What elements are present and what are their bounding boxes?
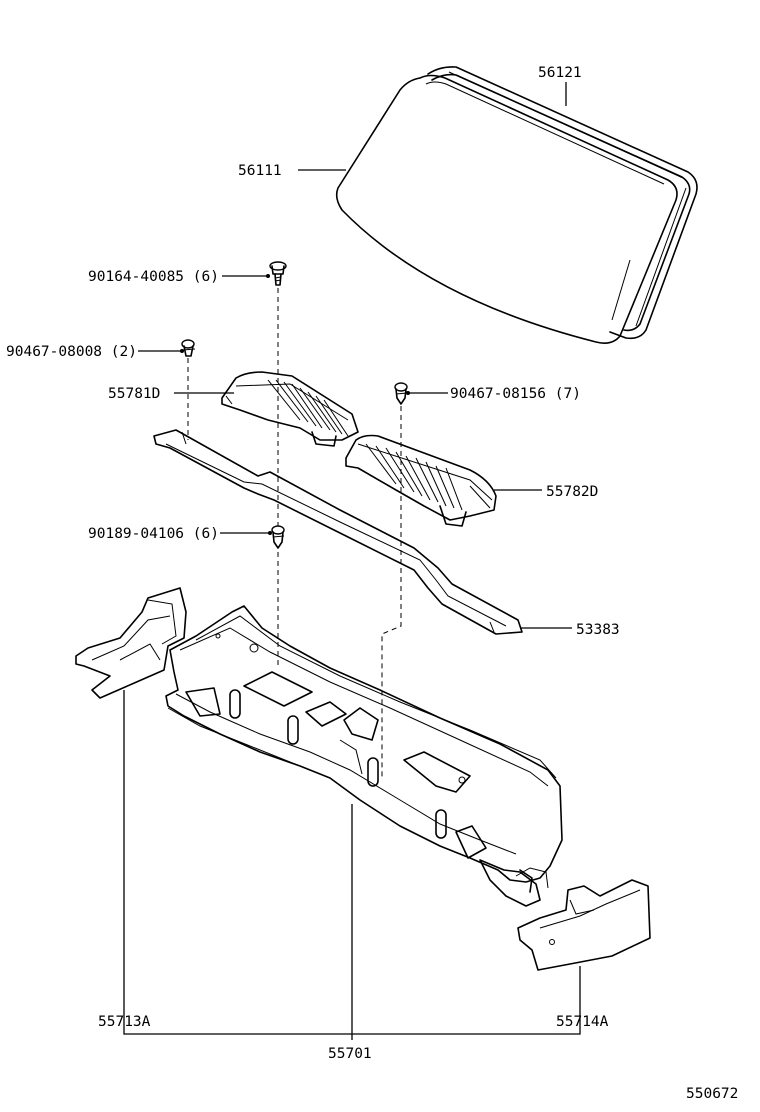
label-90467-08156: 90467-08156 (7) (450, 386, 581, 402)
screw-icon (269, 261, 287, 286)
label-53383: 53383 (576, 622, 620, 638)
windshield-weatherstrip (427, 66, 698, 340)
label-90164-40085: 90164-40085 (6) (88, 269, 219, 285)
alignment-lines (187, 288, 402, 780)
label-56121: 56121 (538, 65, 582, 81)
label-55714A: 55714A (556, 1014, 609, 1030)
catalog-number: 550672 (686, 1086, 738, 1102)
label-55701: 55701 (328, 1046, 372, 1062)
cowl-seal-panel (153, 429, 523, 635)
label-55713A: 55713A (98, 1014, 151, 1030)
clip-left-icon (181, 339, 196, 357)
part-labels: 56121 56111 90164-40085 (6) 90467-08008 … (6, 65, 738, 1102)
label-55782D: 55782D (546, 484, 598, 500)
label-90189-04106: 90189-04106 (6) (88, 526, 219, 542)
label-90467-08008: 90467-08008 (2) (6, 344, 137, 360)
cowl-louver-right (345, 434, 497, 527)
clip-middle-icon (271, 525, 285, 549)
windshield-glass (335, 74, 678, 344)
label-56111: 56111 (238, 163, 282, 179)
side-panel-left (75, 587, 187, 699)
cowl-louver-left (221, 371, 359, 447)
cowl-panel-assembly (165, 605, 563, 907)
leader-lines (123, 82, 581, 1040)
side-panel-right (517, 879, 651, 971)
label-55781D: 55781D (108, 386, 160, 402)
clip-right-icon (394, 382, 408, 405)
